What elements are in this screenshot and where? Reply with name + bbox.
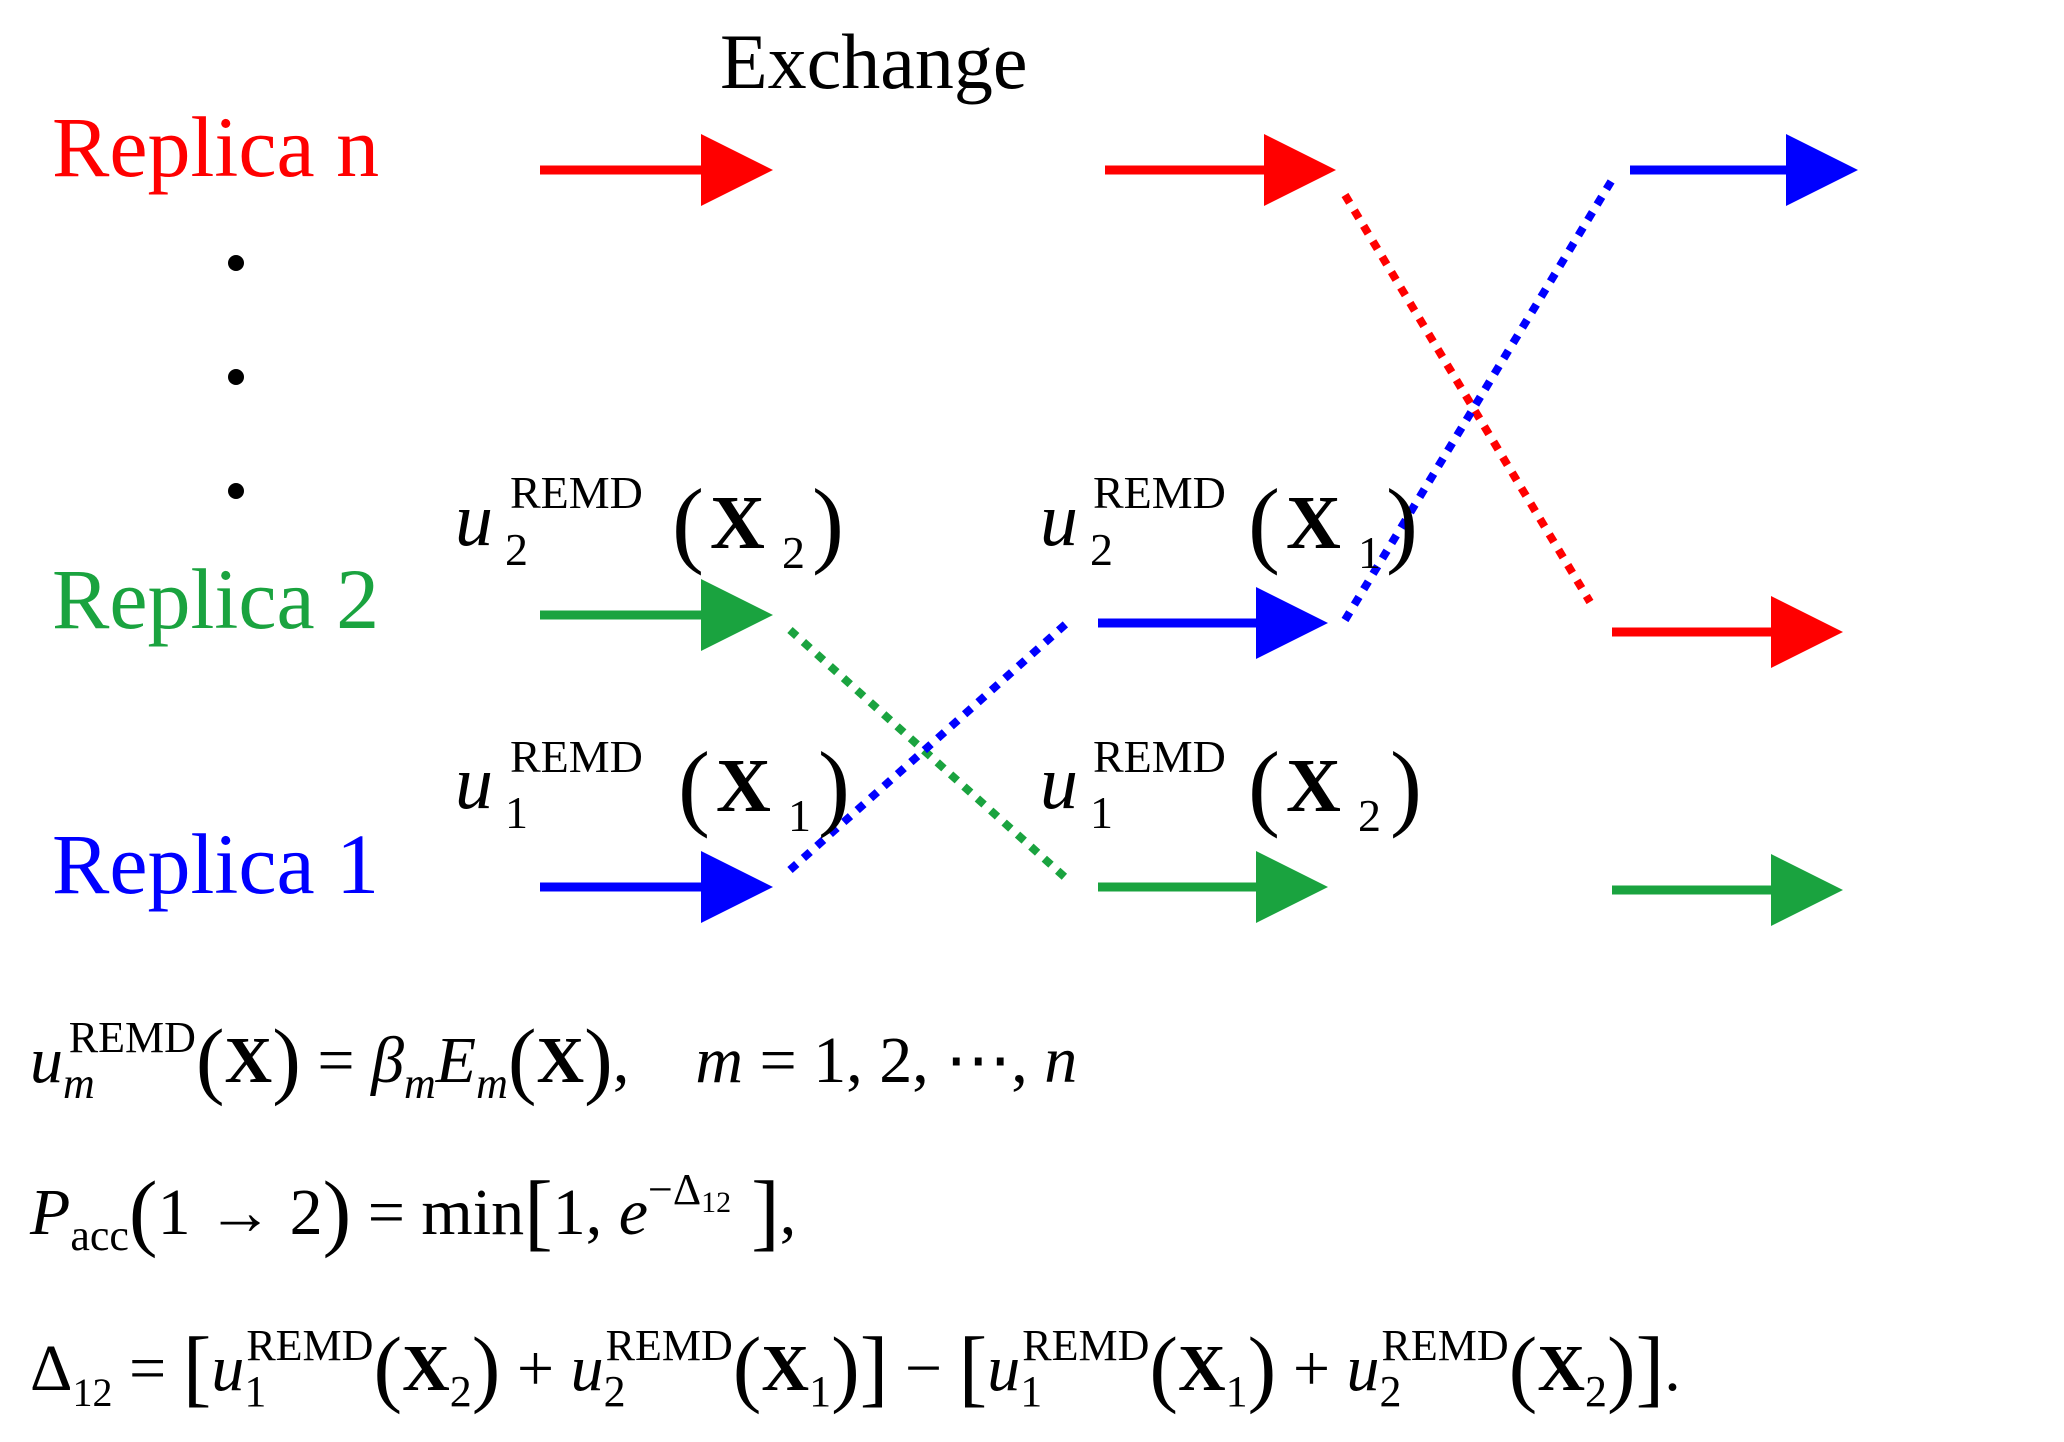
svg-text:2: 2 (782, 527, 805, 578)
exchange-1-blue-dotted (787, 619, 1071, 873)
svg-text:REMD: REMD (510, 467, 643, 518)
svg-text:X: X (716, 744, 771, 828)
equation-acceptance-probability: Pacc(1 → 2) = min[1, e−Δ12], (30, 1163, 797, 1260)
svg-text:): ) (818, 732, 850, 839)
svg-text:u: u (1040, 741, 1078, 825)
ellipsis-dot (228, 483, 244, 499)
svg-text:1: 1 (1090, 787, 1113, 838)
svg-text:2: 2 (1358, 790, 1381, 841)
replica-1-label: Replica 1 (52, 816, 379, 912)
svg-text:): ) (1386, 469, 1418, 576)
svg-text:REMD: REMD (510, 731, 643, 782)
svg-text:1: 1 (788, 790, 811, 841)
svg-text:(: ( (672, 469, 704, 576)
svg-text:REMD: REMD (1093, 731, 1226, 782)
replica-2-label: Replica 2 (52, 551, 379, 647)
energy-label-u2-x1: u 2 REMD ( X 1 ) (1040, 467, 1418, 578)
svg-text:): ) (812, 469, 844, 576)
svg-text:(: ( (1248, 732, 1280, 839)
exchange-1-green-dotted (787, 627, 1071, 883)
svg-text:REMD: REMD (1093, 467, 1226, 518)
svg-text:X: X (1286, 481, 1341, 565)
equation-energy-definition: umREMD(X) = βmEm(X), m = 1, 2, ⋯, n (30, 1011, 1078, 1108)
svg-text:): ) (1390, 732, 1422, 839)
energy-label-u1-x2: u 1 REMD ( X 2 ) (1040, 731, 1422, 841)
energy-label-u2-x2: u 2 REMD ( X 2 ) (455, 467, 844, 578)
svg-text:u: u (455, 741, 493, 825)
exchange-2-blue-dotted (1341, 172, 1619, 623)
svg-text:X: X (710, 481, 765, 565)
svg-text:1: 1 (505, 787, 528, 838)
svg-text:2: 2 (505, 524, 528, 575)
svg-text:u: u (1040, 478, 1078, 562)
ellipsis-dot (228, 255, 244, 271)
svg-text:u: u (455, 478, 493, 562)
exchange-2-red-dotted (1341, 192, 1594, 605)
svg-text:2: 2 (1090, 524, 1113, 575)
svg-text:(: ( (678, 732, 710, 839)
svg-text:X: X (1286, 744, 1341, 828)
svg-text:(: ( (1248, 469, 1280, 576)
energy-label-u1-x1: u 1 REMD ( X 1 ) (455, 731, 850, 841)
equation-delta-definition: Δ12 = [u1REMD(X2) + u2REMD(X1)] − [u1REM… (30, 1319, 1681, 1416)
replica-n-label: Replica n (52, 99, 379, 195)
svg-text:1: 1 (1358, 527, 1381, 578)
ellipsis-dot (228, 369, 244, 385)
exchange-title: Exchange (720, 18, 1028, 105)
